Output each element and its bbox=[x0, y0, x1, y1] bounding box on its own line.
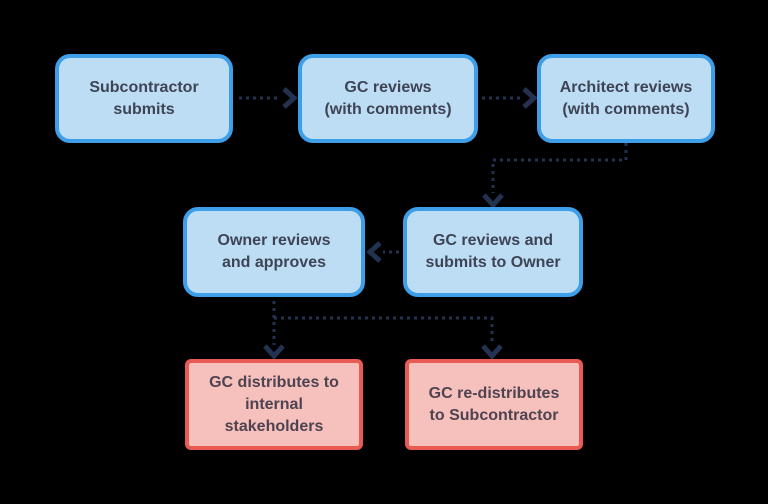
node-gc-redistributes: GC re-distributes to Subcontractor bbox=[405, 359, 583, 450]
arrowhead-down-icon bbox=[263, 344, 285, 360]
node-label: Architect reviews (with comments) bbox=[559, 78, 693, 118]
arrowhead-down-icon bbox=[481, 344, 503, 360]
node-owner-reviews-approves: Owner reviews and approves bbox=[183, 207, 365, 297]
arrowhead-down-icon bbox=[482, 193, 504, 209]
node-label: GC reviews and submits to Owner bbox=[425, 232, 561, 271]
arrowhead-right-icon bbox=[282, 87, 298, 109]
edge-owner-to-redistributes bbox=[274, 316, 494, 345]
node-label: GC distributes to internal stakeholders bbox=[209, 373, 339, 435]
node-gc-reviews-comments: GC reviews (with comments) bbox=[298, 54, 478, 143]
node-label: GC reviews (with comments) bbox=[324, 78, 452, 118]
edge-architect-to-gc-owner bbox=[491, 143, 628, 193]
node-subcontractor-submits: Subcontractor submits bbox=[55, 54, 233, 143]
arrowhead-right-icon bbox=[522, 87, 538, 109]
node-gc-reviews-submits: GC reviews and submits to Owner bbox=[403, 207, 583, 297]
node-architect-reviews: Architect reviews (with comments) bbox=[537, 54, 715, 143]
node-label: Subcontractor submits bbox=[89, 78, 199, 118]
node-label: GC re-distributes to Subcontractor bbox=[428, 384, 560, 424]
arrowhead-left-icon bbox=[366, 241, 382, 263]
node-gc-distributes: GC distributes to internal stakeholders bbox=[185, 359, 363, 450]
node-label: Owner reviews and approves bbox=[217, 232, 331, 271]
